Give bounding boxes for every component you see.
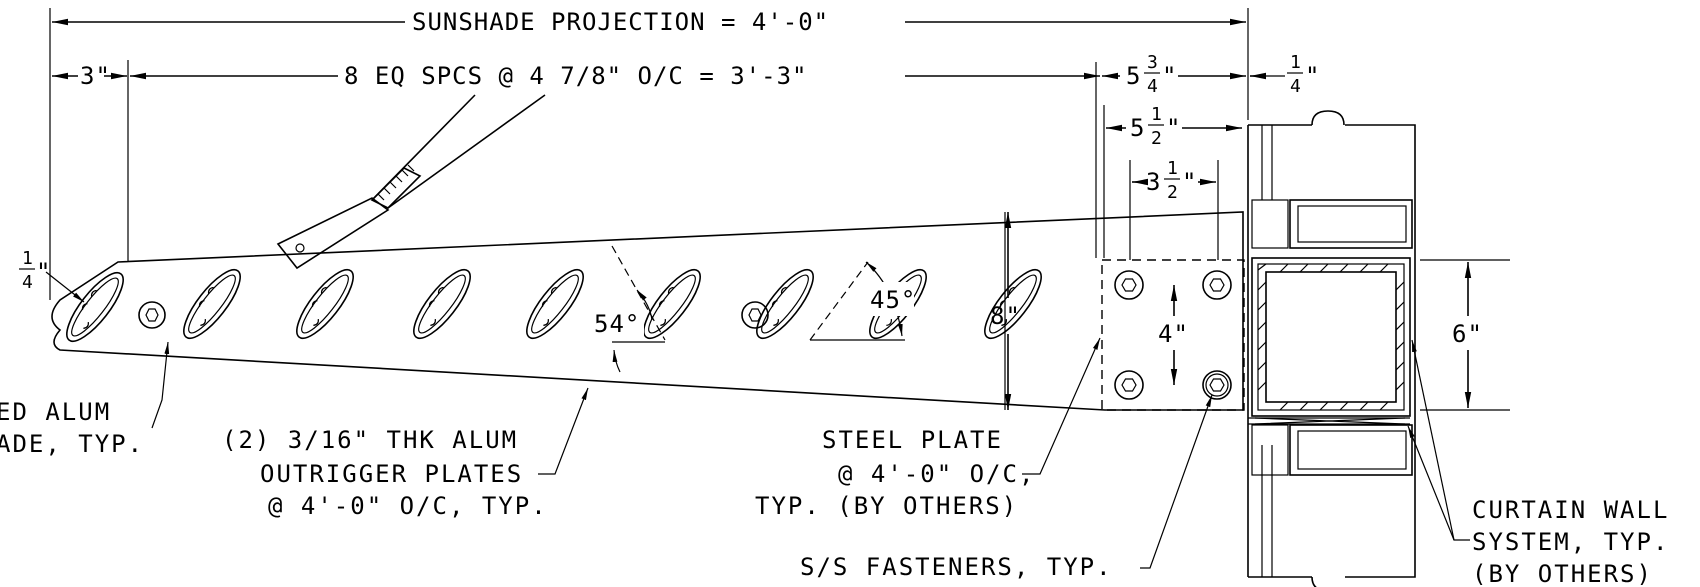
five-half-den: 2 xyxy=(1151,128,1162,149)
five-half-num: 1 xyxy=(1151,104,1162,125)
angle-45-label: 45° xyxy=(870,286,916,314)
fasteners-note-text: S/S FASTENERS, TYP. xyxy=(800,553,1113,581)
outrigger-note-line2: OUTRIGGER PLATES xyxy=(260,460,523,488)
fasteners-note: S/S FASTENERS, TYP. xyxy=(800,394,1213,581)
curtain-wall-note-line2: SYSTEM, TYP. xyxy=(1472,528,1669,556)
outrigger-note-line1: (2) 3/16" THK ALUM xyxy=(222,426,518,454)
outrigger-bolts xyxy=(138,301,769,329)
one-quarter-left-unit: " xyxy=(36,258,51,286)
one-quarter-right-num: 1 xyxy=(1290,52,1301,73)
five-half-dimension: 5 1 2 " xyxy=(1103,104,1242,258)
blade-4 xyxy=(404,261,480,347)
three-half-unit: " xyxy=(1182,168,1197,196)
five-half-unit: " xyxy=(1166,114,1181,142)
six-inch-dimension: 6" xyxy=(1420,259,1510,411)
angle-45: 45° xyxy=(809,261,916,341)
one-quarter-right-den: 4 xyxy=(1290,76,1301,97)
steel-plate-note-line2: @ 4'-0" O/C, xyxy=(838,460,1035,488)
outrigger-note-line3: @ 4'-0" O/C, TYP. xyxy=(268,492,548,520)
blade-7 xyxy=(747,261,823,347)
three-half-num: 1 xyxy=(1167,158,1178,179)
projection-dimension: SUNSHADE PROJECTION = 4'-0" xyxy=(49,8,1249,300)
curtain-wall-note-line1: CURTAIN WALL xyxy=(1472,496,1669,524)
spacing-label: 8 EQ SPCS @ 4 7/8" O/C = 3'-3" xyxy=(344,62,807,90)
one-quarter-left-den: 4 xyxy=(22,272,33,293)
spacing-dimension: 3" 8 EQ SPCS @ 4 7/8" O/C = 3'-3" 5 3 4 … xyxy=(52,52,1320,262)
five-three-quarter-unit: " xyxy=(1162,62,1177,90)
outrigger-note: (2) 3/16" THK ALUM OUTRIGGER PLATES @ 4'… xyxy=(222,387,589,520)
three-half-whole: 3 xyxy=(1146,168,1161,196)
blade-note-line2: ADE, TYP. xyxy=(0,430,144,458)
tie-rod xyxy=(276,94,546,270)
curtain-wall-note-line3: (BY OTHERS) xyxy=(1472,560,1653,587)
blade-2 xyxy=(174,261,250,347)
angle-54: 54° xyxy=(588,245,666,373)
angle-54-label: 54° xyxy=(594,310,640,338)
blade-5 xyxy=(517,261,593,347)
five-three-quarter-num: 3 xyxy=(1147,52,1158,73)
outrigger-plate xyxy=(51,211,1244,411)
steel-plate xyxy=(1101,259,1245,411)
steel-plate-note: STEEL PLATE @ 4'-0" O/C, TYP. (BY OTHERS… xyxy=(755,337,1101,520)
three-half-dimension: 3 1 2 " xyxy=(1129,158,1219,260)
curtain-wall-system xyxy=(1247,110,1416,587)
steel-plate-note-line1: STEEL PLATE xyxy=(822,426,1003,454)
one-quarter-right-unit: " xyxy=(1305,62,1320,90)
three-half-den: 2 xyxy=(1167,182,1178,203)
curtain-wall-note: CURTAIN WALL SYSTEM, TYP. (BY OTHERS) xyxy=(1407,339,1669,587)
projection-label: SUNSHADE PROJECTION = 4'-0" xyxy=(412,8,829,36)
blade-note: ED ALUM ADE, TYP. xyxy=(0,341,170,458)
six-inch-label: 6" xyxy=(1452,320,1483,348)
one-quarter-left-num: 1 xyxy=(22,248,33,269)
eight-inch-label: 8" xyxy=(990,302,1021,330)
five-three-quarter-whole: 5 xyxy=(1126,62,1141,90)
five-three-quarter-den: 4 xyxy=(1147,76,1158,97)
four-inch-dimension: 4" xyxy=(1158,285,1189,385)
steel-plate-note-line3: TYP. (BY OTHERS) xyxy=(755,492,1018,520)
blade-3 xyxy=(287,261,363,347)
blade-note-line1: ED ALUM xyxy=(0,398,111,426)
ss-fasteners xyxy=(1114,270,1232,400)
eight-inch-dimension: 8" xyxy=(990,212,1021,410)
five-half-whole: 5 xyxy=(1130,114,1145,142)
one-quarter-left-dimension: 1 4 " xyxy=(19,248,85,303)
four-inch-label: 4" xyxy=(1158,320,1189,348)
